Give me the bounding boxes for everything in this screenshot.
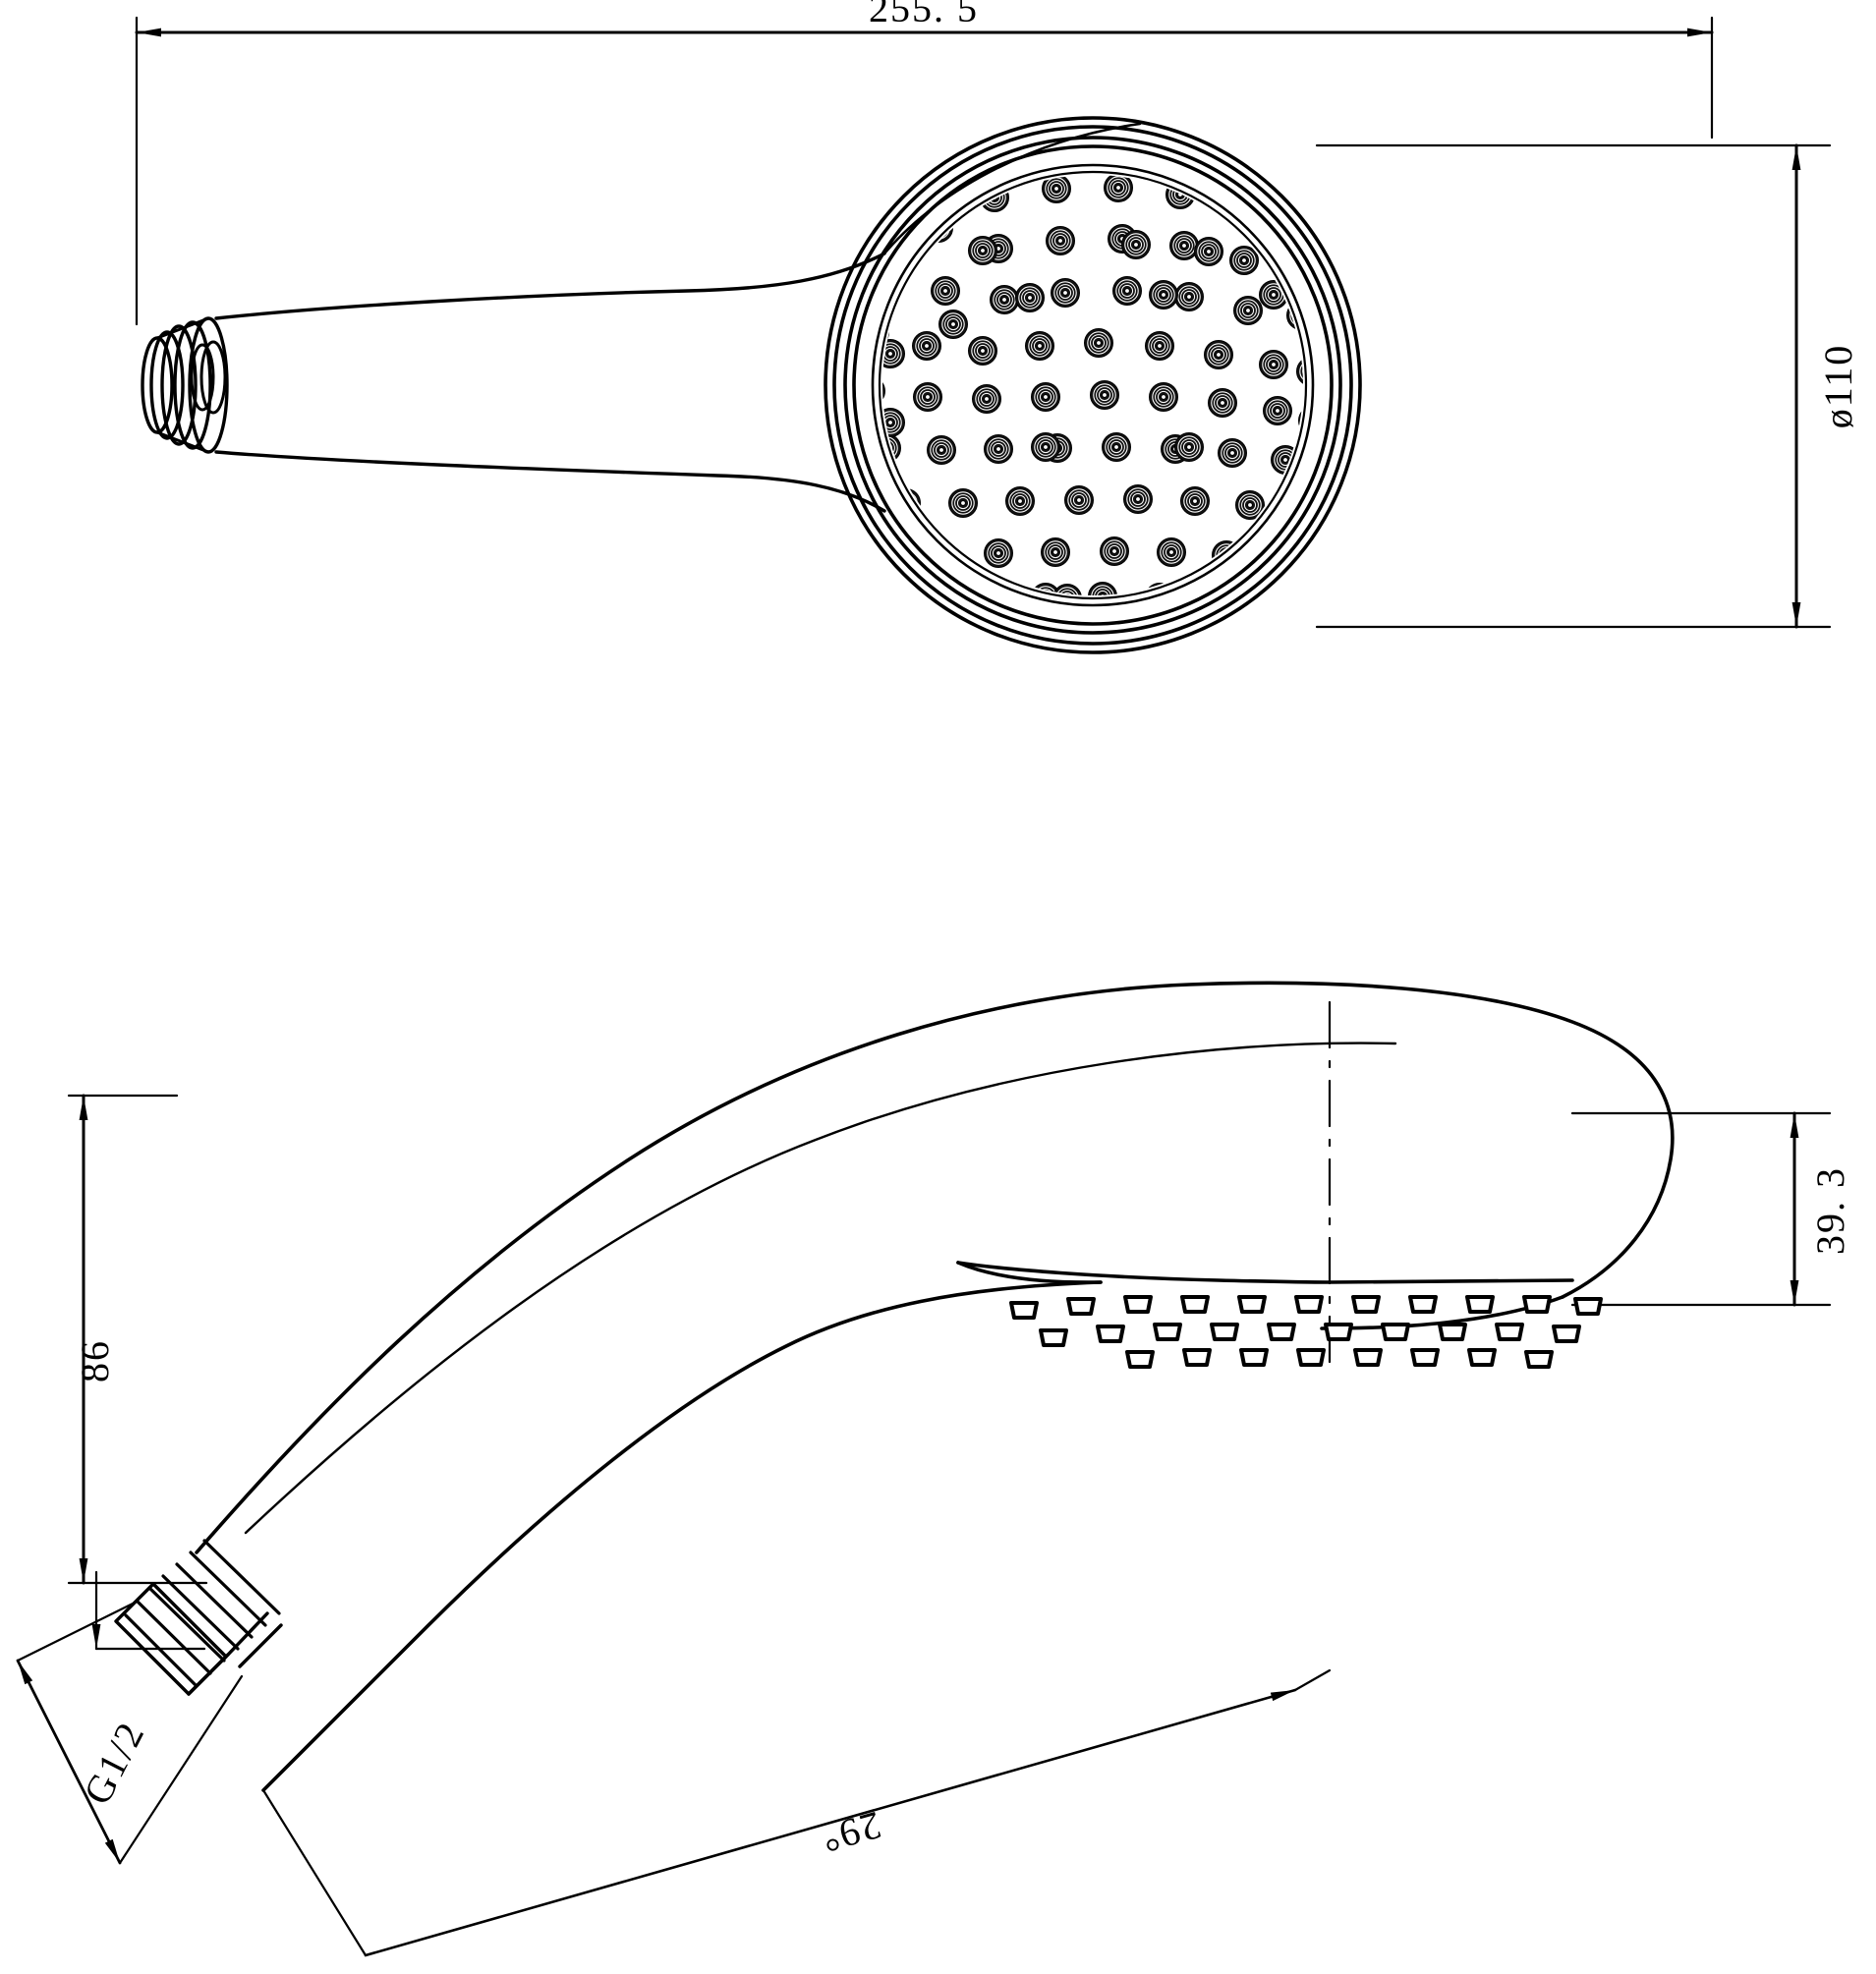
inlet-thread <box>114 1539 283 1696</box>
dimension-plate-diameter <box>1315 143 1832 629</box>
front-face-view <box>135 16 1832 654</box>
dimension-spray-angle <box>261 1668 1332 1957</box>
dimension-label-head-thickness: 39. 3 <box>1808 1166 1852 1255</box>
dimension-label-plate-diameter: ø110 <box>1816 344 1860 429</box>
handle-connector-rings <box>141 316 229 454</box>
dimension-label-overall-length: 255. 5 <box>869 0 979 30</box>
dimension-overall-length <box>135 16 1714 326</box>
dimension-label-handle-height: 86 <box>73 1339 117 1382</box>
handle-body-outline <box>214 252 886 513</box>
spray-plate-rings <box>824 116 1362 654</box>
side-profile-view <box>16 981 1832 1957</box>
dimension-handle-height <box>67 1094 208 1585</box>
dimension-thread-size <box>16 1570 244 1865</box>
spray-plate-highlight <box>882 122 1142 255</box>
dimension-head-thickness <box>1570 1111 1832 1307</box>
